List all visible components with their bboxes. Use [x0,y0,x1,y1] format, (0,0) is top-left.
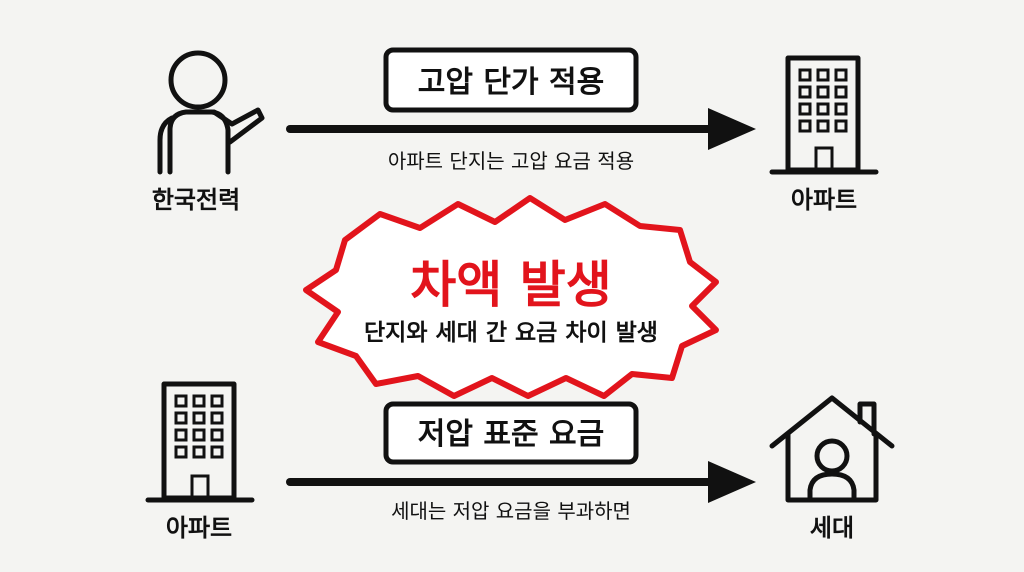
top-caption: 아파트 단지는 고압 요금 적용 [388,149,634,173]
high-voltage-rate-label: 고압 단가 적용 [418,65,605,100]
arrow-right-icon [286,108,756,150]
difference-burst [303,195,719,399]
apartment-building-icon [769,55,879,175]
target-label-household: 세대 [810,514,854,542]
low-voltage-rate-label: 저압 표준 요금 [418,417,605,452]
arrow-right-icon [286,461,756,503]
person-icon [157,50,265,175]
target-label-apartment: 아파트 [791,186,857,214]
house-icon [769,395,895,503]
source-label-kepco: 한국전력 [152,186,240,214]
difference-subtitle: 단지와 세대 간 요금 차이 발생 [364,320,658,346]
source-label-apartment: 아파트 [166,514,232,542]
apartment-building-icon [145,381,255,503]
bottom-caption: 세대는 저압 요금을 부과하면 [391,499,631,523]
low-voltage-rate-box [383,401,639,465]
high-voltage-rate-box [383,47,639,113]
difference-title: 차액 발생 [410,256,611,314]
